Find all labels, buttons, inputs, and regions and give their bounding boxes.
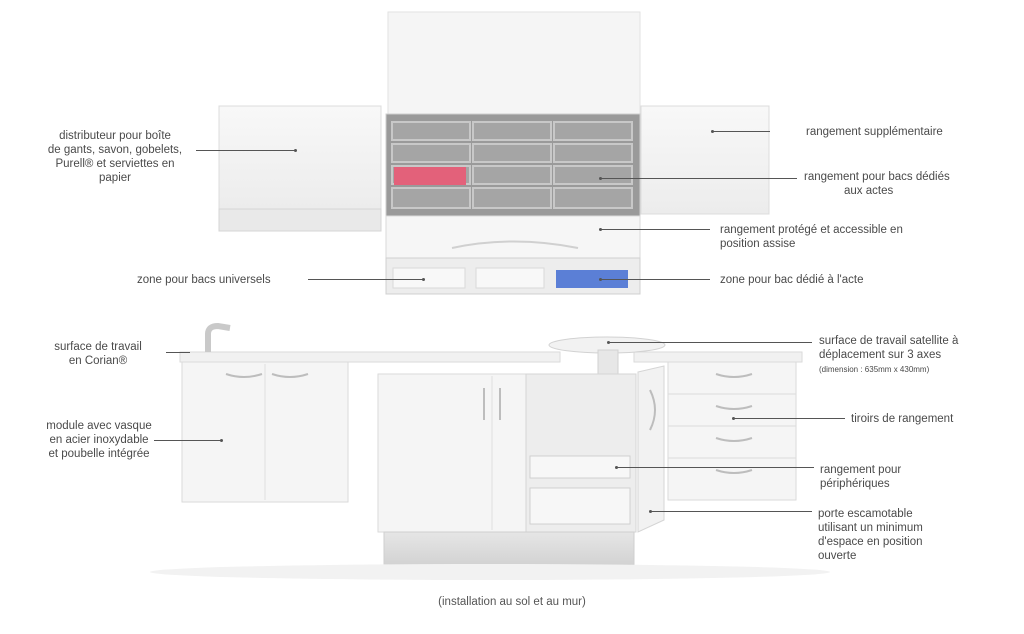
- label-line: en acier inoxydable: [49, 434, 149, 446]
- leader-work-surface: [166, 352, 190, 353]
- label-work-surface: surface de travail en Corian®: [38, 340, 158, 368]
- label-line: distributeur pour boîte: [59, 130, 171, 142]
- wall-cabinet: [218, 11, 770, 295]
- leader-dot: [220, 439, 223, 442]
- leader-dot: [711, 130, 714, 133]
- label-line: papier: [99, 172, 131, 184]
- leader-satellite: [608, 342, 812, 343]
- label-line: ouverte: [818, 550, 857, 562]
- label-line: en Corian®: [68, 355, 128, 367]
- leader-universal: [308, 279, 424, 280]
- label-line: utilisant un minimum: [818, 522, 923, 534]
- label-line: porte escamotable: [818, 508, 913, 520]
- leader-drawers: [733, 418, 845, 419]
- label-dimension: (dimension : 635mm x 430mm): [819, 362, 958, 377]
- leader-sink: [154, 440, 222, 441]
- label-line: position assise: [720, 238, 796, 250]
- leader-dot: [732, 417, 735, 420]
- leader-dot: [599, 278, 602, 281]
- dimension-text: (dimension : 635mm x 430mm): [819, 365, 930, 374]
- leader-dot: [615, 466, 618, 469]
- label-satellite-surface: surface de travail satellite à déplaceme…: [819, 334, 958, 377]
- label-line: aux actes: [844, 185, 894, 197]
- leader-peripherals: [616, 467, 814, 468]
- label-retractable-door: porte escamotable utilisant un minimum d…: [818, 507, 923, 563]
- label-line: rangement pour bacs dédiés: [804, 171, 950, 183]
- leader-dot: [422, 278, 425, 281]
- label-line: rangement pour: [820, 464, 902, 476]
- leader-dot: [649, 510, 652, 513]
- label-line: module avec vasque: [46, 420, 152, 432]
- label-gloves-dispenser: distributeur pour boîte de gants, savon,…: [30, 129, 200, 185]
- leader-extra-storage: [712, 131, 770, 132]
- leader-dot: [607, 341, 610, 344]
- label-drawers: tiroirs de rangement: [851, 413, 954, 425]
- leader-door: [650, 511, 812, 512]
- label-line: d'espace en position: [818, 536, 923, 548]
- label-line: de gants, savon, gobelets,: [47, 144, 183, 156]
- label-extra-storage: rangement supplémentaire: [806, 126, 943, 138]
- label-sink-module: module avec vasque en acier inoxydable e…: [34, 419, 164, 461]
- label-line: et poubelle intégrée: [48, 448, 150, 460]
- floor-cabinet: [179, 322, 803, 567]
- label-line: déplacement sur 3 axes: [819, 349, 942, 361]
- leader-act-tray-zone: [600, 279, 710, 280]
- label-act-trays-storage: rangement pour bacs dédiés aux actes: [804, 170, 950, 198]
- label-line: surface de travail: [54, 341, 142, 353]
- label-line: périphériques: [820, 478, 890, 490]
- label-line: surface de travail satellite à: [819, 335, 959, 347]
- label-act-tray-zone: zone pour bac dédié à l'acte: [720, 274, 864, 286]
- leader-dot: [599, 177, 602, 180]
- label-universal-trays: zone pour bacs universels: [137, 274, 271, 286]
- leader-dot: [599, 228, 602, 231]
- leader-dot: [294, 149, 297, 152]
- label-line: Purell® et serviettes en: [55, 158, 175, 170]
- caption: (installation au sol et au mur): [438, 596, 586, 608]
- label-peripherals-storage: rangement pour périphériques: [820, 463, 901, 491]
- label-protected-storage: rangement protégé et accessible en posit…: [720, 223, 903, 251]
- leader-act-trays: [600, 178, 797, 179]
- leader-protected: [600, 229, 710, 230]
- blue-tray: [556, 270, 628, 288]
- label-line: rangement protégé et accessible en: [720, 224, 903, 236]
- pink-tray: [394, 167, 466, 185]
- leader-gloves: [196, 150, 296, 151]
